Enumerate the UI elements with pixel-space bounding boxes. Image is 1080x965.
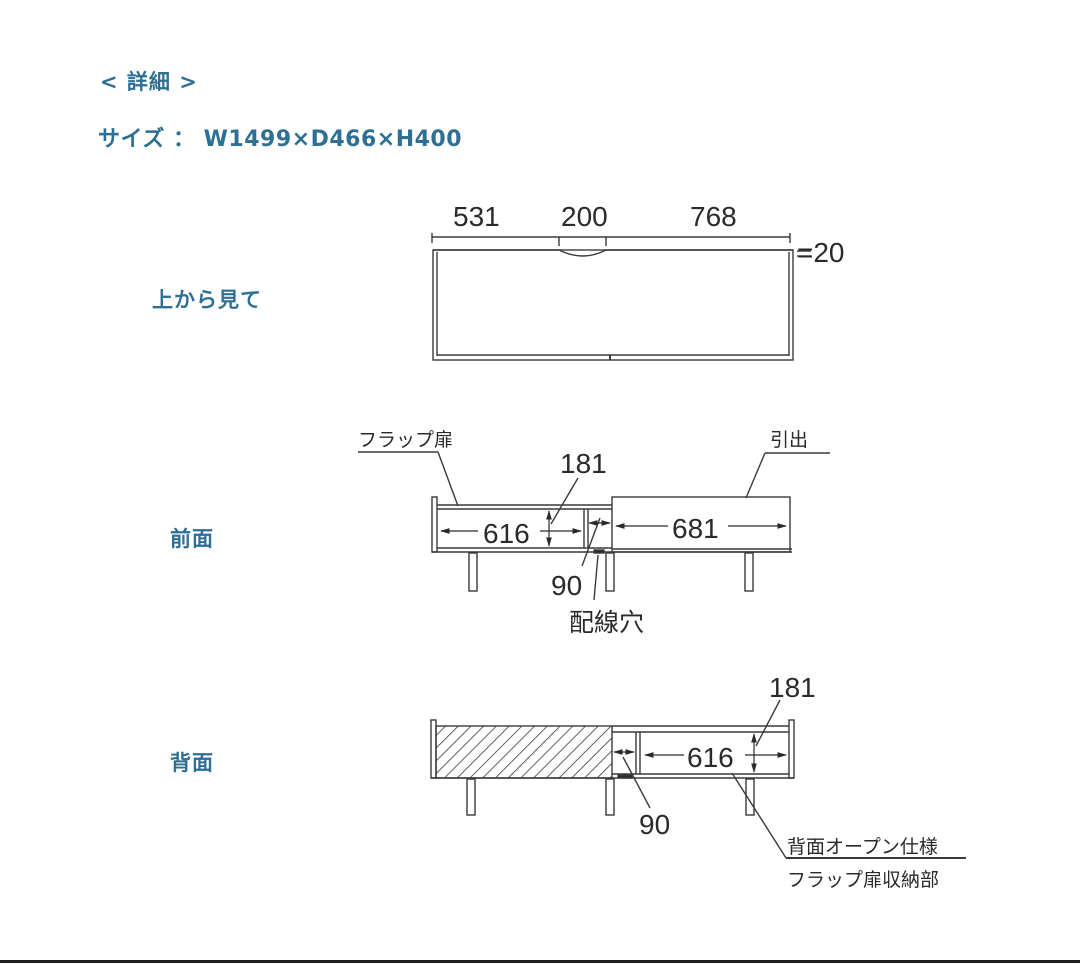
front-view-label: 前面	[170, 527, 214, 551]
dim-768: 768	[690, 201, 737, 232]
dim-531: 531	[453, 201, 500, 232]
dim-616-front: 616	[483, 518, 530, 549]
back-view-label: 背面	[170, 751, 214, 775]
note-drawer: 引出	[770, 429, 808, 451]
bottom-divider	[0, 960, 1080, 963]
top-view-drawing	[431, 233, 811, 361]
size-spec: サイズ ： W1499×D466×H400	[98, 127, 463, 152]
dim-616-back: 616	[687, 742, 734, 773]
note-cable-hole: 配線穴	[569, 608, 644, 637]
back-dimension-arrows	[613, 733, 787, 773]
dim-20: =20	[797, 237, 845, 268]
dim-681: 681	[672, 513, 719, 544]
note-flap-storage: フラップ扉収納部	[787, 869, 939, 891]
top-view-label: 上から見て	[152, 288, 262, 312]
front-dimension-arrows	[440, 510, 787, 547]
dim-181-front: 181	[560, 448, 607, 479]
note-flap-door: フラップ扉	[358, 429, 453, 451]
dim-90-back: 90	[639, 809, 670, 840]
dim-200: 200	[561, 201, 608, 232]
note-back-open: 背面オープン仕様	[787, 836, 938, 858]
back-view-drawing	[430, 699, 966, 859]
section-title: < 詳細 >	[100, 70, 198, 94]
dim-90-front: 90	[551, 570, 582, 601]
dim-181-back: 181	[769, 672, 816, 703]
front-view-drawing	[358, 451, 830, 601]
